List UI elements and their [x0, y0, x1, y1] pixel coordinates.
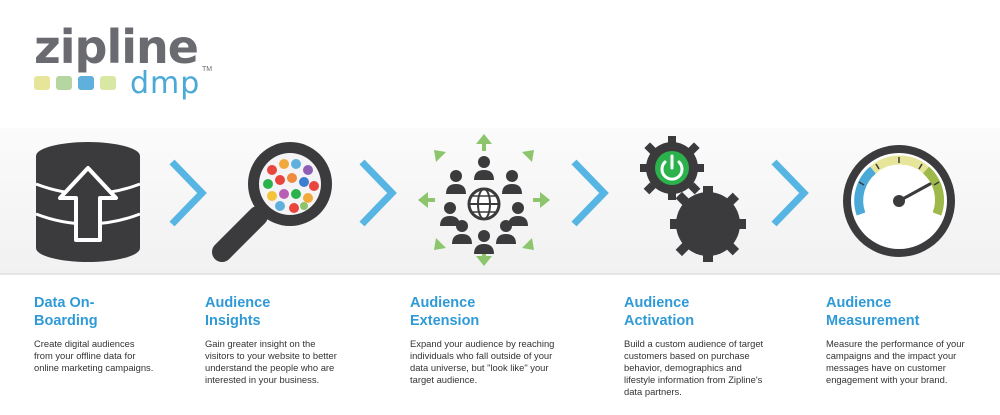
- step-description: Expand your audience by reaching individ…: [410, 338, 555, 385]
- step-description: Build a custom audience of target custom…: [624, 338, 764, 397]
- chevron-right-icon: [571, 159, 609, 227]
- step-title: Audience Measurement: [826, 295, 920, 329]
- globe-icon: [467, 187, 501, 221]
- logo-subtitle: dmp: [130, 66, 201, 101]
- zipline-dmp-logo: zipline dmp TM: [34, 20, 234, 104]
- step-description: Measure the performance of your campaign…: [826, 338, 965, 385]
- gears-power-icon: [640, 136, 746, 262]
- logo-square: [100, 76, 116, 90]
- step-audience-measurement: Audience Measurement Measure the perform…: [826, 294, 996, 386]
- logo-trademark: TM: [202, 66, 213, 73]
- chevron-right-icon: [359, 159, 397, 227]
- logo-square: [56, 76, 72, 90]
- step-title: Data On- Boarding: [34, 295, 98, 329]
- step-data-onboarding: Data On- Boarding Create digital audienc…: [34, 294, 184, 374]
- step-title: Audience Activation: [624, 295, 695, 329]
- database-upload-icon: [35, 142, 141, 262]
- logo-square: [78, 76, 94, 90]
- step-audience-insights: Audience Insights Gain greater insight o…: [205, 294, 380, 386]
- logo-wordmark: zipline: [34, 20, 199, 74]
- step-title: Audience Insights: [205, 295, 271, 329]
- magnifier-icon: [212, 142, 332, 262]
- step-description: Create digital audiences from your offli…: [34, 338, 154, 373]
- step-title: Audience Extension: [410, 295, 480, 329]
- network-people-icon: [418, 134, 550, 266]
- gauge-icon: [843, 145, 955, 257]
- step-description: Gain greater insight on the visitors to …: [205, 338, 337, 385]
- chevron-right-icon: [169, 159, 207, 227]
- step-audience-activation: Audience Activation Build a custom audie…: [624, 294, 804, 398]
- expand-arrows: [418, 134, 550, 266]
- step-audience-extension: Audience Extension Expand your audience …: [410, 294, 595, 386]
- chevron-right-icon: [771, 159, 809, 227]
- people-collage: [263, 159, 319, 213]
- logo-square: [34, 76, 50, 90]
